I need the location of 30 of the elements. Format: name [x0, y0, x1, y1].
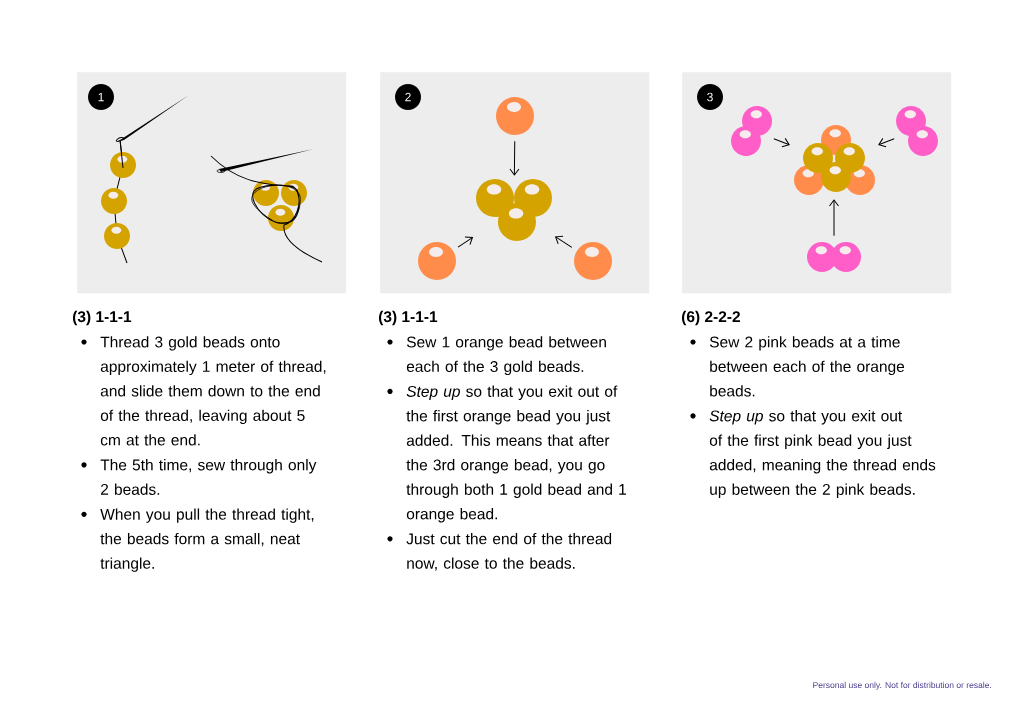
arrow [878, 137, 895, 148]
bead-pair-drawing [896, 106, 938, 156]
arrow [509, 140, 520, 176]
bead-cluster-drawing [794, 125, 875, 195]
step-number-badge: 2 [395, 84, 421, 110]
arrow [773, 137, 790, 148]
arrow [555, 235, 573, 248]
bead [574, 242, 612, 280]
step-number-badge: 3 [697, 84, 723, 110]
step-heading: (6) 2-2-2 [682, 310, 740, 326]
instruction-text: Thread 3 gold beads onto approximately 1 meter of thread, and slide them down to the end of the thread, leaving about 5 cm at the end. [100, 336, 326, 446]
arrow [457, 236, 473, 248]
bead-pair-drawing [731, 106, 772, 156]
instruction-text: Sew 2 pink beads at a time between each of the orange beads. [709, 336, 905, 397]
instruction-text: Step up so that you exit out of the first orange bead you just added. This means that after the 3rd orange bead, you go through both 1 gold bead and 1 orange bead. [406, 385, 626, 523]
instruction-text: The 5th time, sew through only 2 beads. [100, 459, 317, 495]
bead [496, 97, 534, 135]
instruction-text: Sew 1 orange bead between each of the 3 gold beads. [406, 336, 606, 376]
instruction-text: Just cut the end of the thread now, close to the beads. [406, 532, 612, 571]
copyright-note: Personal use only. Not for distribution or resale. [813, 681, 991, 690]
panel-background [77, 72, 347, 294]
bead-cluster-drawing [476, 179, 552, 241]
bead [418, 242, 456, 280]
bead-pair-drawing [807, 242, 861, 272]
instruction-text: When you pull the thread tight, the beads form a small, neat triangle. [100, 508, 314, 572]
step-number-badge: 1 [88, 84, 114, 110]
instruction-text: Step up so that you exit out of the first pink bead you just added, meaning the thread ends up between the 2 pink beads. [709, 410, 936, 498]
step-heading: (3) 1-1-1 [379, 310, 438, 326]
arrow [829, 199, 839, 237]
step-heading: (3) 1-1-1 [72, 310, 132, 326]
